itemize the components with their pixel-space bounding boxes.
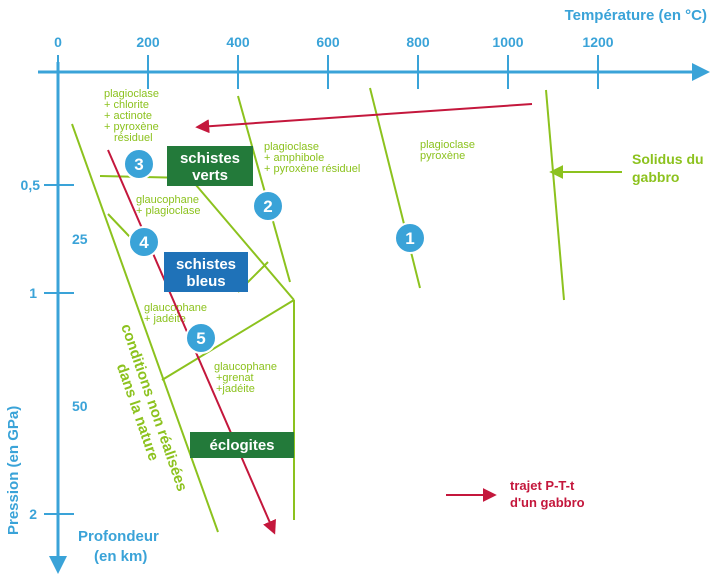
stage-3: 3 (123, 148, 155, 180)
facies-schistes-verts: schistes verts (167, 146, 253, 186)
mineral-a-line3: + actinote (104, 110, 152, 122)
unrealized-conditions-label: conditions non réalisées dans la nature (113, 322, 191, 494)
schistes-bleus-line2: bleus (186, 273, 225, 290)
facies-eclogites: éclogites (190, 432, 294, 458)
mineral-f-line3: +jadéite (216, 383, 255, 395)
mineral-e-line2: + jadéite (144, 313, 186, 325)
d-tick-50: 50 (72, 398, 88, 414)
mineral-e-line1: glaucophane (144, 302, 207, 314)
t-tick-1000: 1000 (492, 34, 523, 50)
temperature-arrowhead (692, 63, 710, 81)
schistes-bleus-line1: schistes (176, 256, 236, 273)
facies-boundaries (71, 87, 622, 533)
schistes-verts-line1: schistes (180, 150, 240, 167)
t-tick-800: 800 (406, 34, 430, 50)
boundary-blueschist-eclogite (161, 299, 295, 381)
schistes-verts-box (167, 146, 253, 186)
mineral-a-line1: plagioclase (104, 88, 159, 100)
mineral-f-line1: glaucophane (214, 361, 277, 373)
mineral-field-e: glaucophane + jadéite (144, 302, 207, 325)
p-tick-0-5: 0,5 (21, 177, 41, 193)
depth-axis-title-line2: (en km) (94, 548, 147, 565)
stage-1: 1 (394, 222, 426, 254)
schistes-verts-line2: verts (192, 167, 228, 184)
d-tick-25: 25 (72, 231, 88, 247)
mineral-field-a: plagioclase + chlorite + actinote + pyro… (104, 88, 159, 144)
boundary-granulite (369, 87, 421, 289)
facies-schistes-bleus: schistes bleus (164, 252, 248, 292)
pressure-arrowhead (49, 556, 67, 574)
mineral-a-line4: + pyroxène (104, 121, 159, 133)
legend-line2: d'un gabbro (510, 495, 585, 510)
stage-1-number: 1 (405, 229, 414, 248)
schistes-bleus-box (164, 252, 248, 292)
mineral-d-line1: glaucophane (136, 194, 199, 206)
eclogites-box (190, 432, 294, 458)
mineral-field-f: glaucophane +grenat +jadéite (214, 361, 277, 395)
stage-5: 5 (185, 322, 217, 354)
mineral-c-line2: pyroxène (420, 150, 465, 162)
legend: trajet P-T-t d'un gabbro (446, 478, 585, 510)
solidus-label-line2: gabbro (632, 169, 679, 185)
stage-2-number: 2 (263, 197, 272, 216)
mineral-a-line2: + chlorite (104, 99, 149, 111)
depth-axis-title-line1: Profondeur (78, 528, 159, 545)
t-tick-1200: 1200 (582, 34, 613, 50)
p-tick-2: 2 (29, 506, 37, 522)
mineral-c-line1: plagioclase (420, 139, 475, 151)
mineral-a-line5: résiduel (114, 132, 153, 144)
pressure-axis: 0,5 1 2 25 50 Pression (en GPa) Profonde… (5, 62, 159, 574)
mineral-f-line2: +grenat (216, 372, 254, 384)
mineral-b-line1: plagioclase (264, 141, 319, 153)
boundary-greenschist-amphibolite (237, 95, 291, 283)
mineral-field-b: plagioclase + amphibole + pyroxène résid… (264, 141, 360, 175)
t-tick-200: 200 (136, 34, 160, 50)
stage-4-number: 4 (139, 233, 149, 252)
pressure-axis-title: Pression (en GPa) (5, 406, 22, 535)
legend-line1: trajet P-T-t (510, 478, 575, 493)
mineral-b-line2: + amphibole (264, 152, 324, 164)
solidus-label-line1: Solidus du (632, 151, 704, 167)
boundary-greenschist-blueschist (189, 177, 295, 301)
p-tick-1: 1 (29, 285, 37, 301)
temperature-axis-title: Température (en °C) (565, 7, 707, 24)
t-tick-600: 600 (316, 34, 340, 50)
stage-5-number: 5 (196, 329, 205, 348)
t-tick-400: 400 (226, 34, 250, 50)
pt-path-prograde (195, 103, 533, 134)
mineral-b-line3: + pyroxène résiduel (264, 163, 360, 175)
stage-3-number: 3 (134, 155, 143, 174)
mineral-d-line2: + plagioclase (136, 205, 201, 217)
stage-2: 2 (252, 190, 284, 222)
unrealized-conditions-boundary (71, 123, 219, 533)
temperature-axis: 0 200 400 600 800 1000 1200 Température … (38, 7, 710, 89)
eclogites-label: éclogites (209, 437, 274, 454)
solidus-line (545, 89, 565, 301)
mineral-field-d: glaucophane + plagioclase (136, 194, 201, 217)
t-tick-0: 0 (54, 34, 62, 50)
mineral-field-c: plagioclase pyroxène (420, 139, 475, 162)
stage-4: 4 (128, 226, 160, 258)
